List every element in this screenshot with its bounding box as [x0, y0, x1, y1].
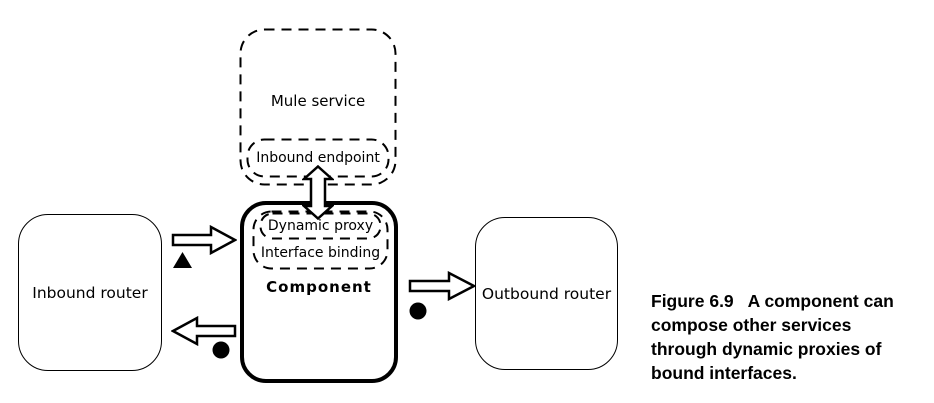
outbound-router-box: Outbound router [475, 217, 618, 370]
inbound-router-box: Inbound router [18, 214, 162, 371]
caption-line: through dynamic proxies of [651, 339, 882, 359]
outbound-router-label: Outbound router [481, 284, 612, 303]
caption-line: bound interfaces. [651, 363, 797, 383]
figure-caption: Figure 6.9 A component can compose other… [651, 289, 931, 385]
caption-line: Figure 6.9 A component can [651, 291, 894, 311]
inbound-endpoint-box [246, 138, 390, 178]
triangle-marker-icon [173, 252, 192, 268]
interface-binding-label: Interface binding [260, 245, 381, 261]
right-block-arrow-in-icon [171, 225, 237, 255]
up-down-block-arrow-icon [302, 165, 334, 220]
inbound-endpoint-label: Inbound endpoint [256, 149, 380, 166]
caption-line: compose other services [651, 315, 852, 335]
right-block-arrow-out-icon [408, 271, 476, 301]
interface-binding-box [252, 210, 389, 270]
dot-marker-left-icon [212, 341, 230, 359]
dynamic-proxy-label: Dynamic proxy [267, 217, 374, 234]
dot-marker-right-icon [409, 302, 427, 320]
inbound-router-label: Inbound router [32, 283, 148, 302]
mule-service-label: Mule service [270, 92, 366, 110]
component-label: Component [266, 278, 372, 296]
left-block-arrow-icon [171, 316, 237, 346]
